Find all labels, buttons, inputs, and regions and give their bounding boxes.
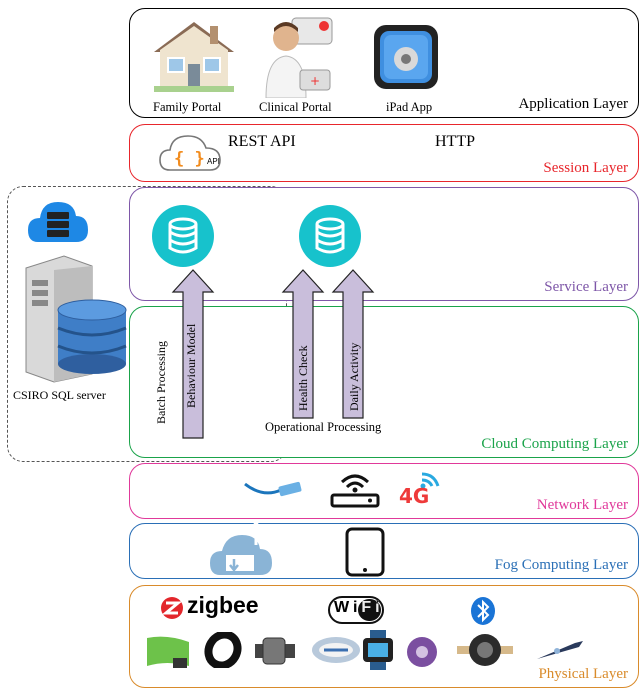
smartwatch-icon: [253, 634, 297, 673]
ipad-app-label: iPad App: [386, 100, 433, 114]
physical-layer-title: Physical Layer: [538, 666, 628, 682]
band-icon: [310, 634, 362, 671]
clinical-portal-label: Clinical Portal: [259, 100, 332, 114]
operational-processing-label: Operational Processing: [265, 420, 382, 434]
cloud-database-icon: [26, 196, 90, 249]
api-badge-label: API: [207, 157, 220, 166]
http-label: HTTP: [435, 133, 475, 150]
sensor-board-icon: [405, 635, 439, 674]
router-icon: [330, 468, 380, 513]
house-icon: [150, 18, 238, 99]
sport-watch-icon: [358, 630, 398, 675]
sql-server-icon: [18, 254, 130, 389]
ethernet-cable-icon: [243, 476, 305, 507]
svg-text:+: +: [310, 74, 320, 88]
wifi-logo-icon: [328, 596, 384, 629]
csiro-sql-server-label: CSIRO SQL server: [13, 388, 106, 402]
arrow-behaviour: [171, 268, 215, 440]
camera-device-icon: [455, 630, 515, 675]
rest-api-label: REST API: [228, 133, 296, 150]
svg-text:{ }: { }: [174, 149, 205, 169]
family-portal-label: Family Portal: [153, 100, 222, 114]
doctor-icon: +: [262, 14, 338, 103]
arrow-health-check: [281, 268, 325, 420]
bluetooth-icon: [470, 596, 496, 631]
tablet-icon: [345, 527, 385, 582]
smart-pen-icon: [535, 635, 585, 670]
health-check-label: Health Check: [296, 345, 310, 411]
network-layer: Network Layer: [129, 463, 639, 519]
arrow-daily-activity: [331, 268, 375, 420]
daily-activity-label: Daily Activity: [347, 342, 361, 411]
4g-label: 4G: [399, 484, 430, 508]
service-layer-title: Service Layer: [544, 279, 628, 295]
session-layer-title: Session Layer: [543, 160, 628, 176]
wearable-band-icon: [143, 632, 193, 677]
service-layer: Service Layer: [129, 187, 639, 301]
cloud-layer-title: Cloud Computing Layer: [481, 436, 628, 452]
cloud-upload-download-icon: [208, 520, 276, 582]
wifi-label: WiFi: [334, 599, 384, 616]
batch-processing-label: Batch Processing: [154, 341, 168, 424]
cloud-computing-layer: Cloud Computing Layer: [129, 306, 639, 458]
database-icon: [151, 204, 215, 273]
api-cloud-icon: { }: [158, 130, 224, 181]
behaviour-model-label: Behaviour Model: [184, 323, 198, 408]
fog-layer-title: Fog Computing Layer: [494, 557, 628, 573]
signal-4g-icon: [398, 468, 446, 515]
ipad-app-icon: [373, 24, 439, 95]
network-layer-title: Network Layer: [536, 497, 628, 513]
application-layer-title: Application Layer: [518, 96, 628, 112]
zigbee-logo-icon: [160, 596, 184, 625]
fitness-band-icon: [203, 630, 243, 673]
database-icon: [298, 204, 362, 273]
zigbee-label: zigbee: [187, 592, 259, 618]
